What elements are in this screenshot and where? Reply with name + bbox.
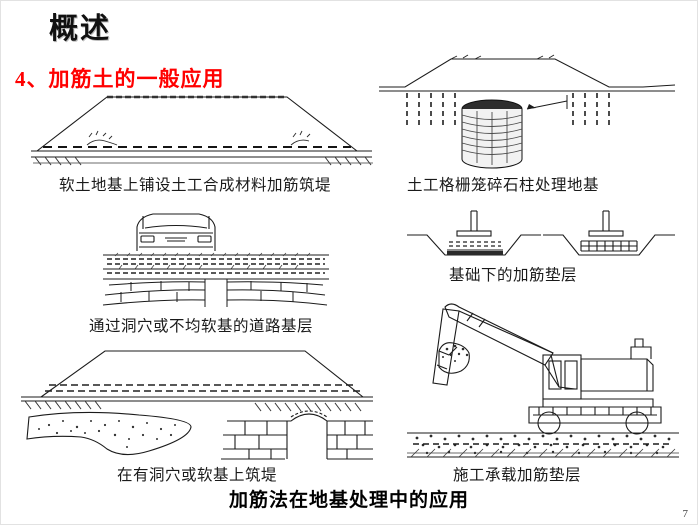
figure-geogrid-stone-column (377, 47, 677, 169)
car-on-reinforced-roadbase-icon (102, 213, 329, 307)
embankment-with-basal-reinforcement-icon (31, 95, 373, 166)
bottom-caption: 加筋法在地基处理中的应用 (228, 490, 469, 511)
strata-and-cavity (102, 279, 328, 307)
figure-foundation-cushion (405, 209, 677, 261)
page-title: 概述 (49, 13, 112, 45)
page-number: 7 (682, 508, 689, 520)
figure-caption-embankment-over-cavity: 在有洞穴或软基上筑堤 (117, 467, 278, 484)
figure-caption-foundation-cushion: 基础下的加筋垫层 (449, 267, 578, 284)
geogrid-encased-stone-column-icon (379, 54, 676, 169)
excavator-shape (432, 303, 662, 435)
figure-caption-geogrid-stone-column: 土工格栅笼碎石柱处理地基 (407, 177, 600, 194)
stone-column-cylinder (461, 99, 523, 169)
figure-construction-platform (403, 287, 683, 459)
soft-soil-lens (26, 411, 192, 456)
car-shape (136, 213, 216, 251)
figure-soft-soil-embankment (29, 93, 374, 175)
reinforced-cushion-under-footing-icon (407, 210, 675, 256)
figure-road-base-over-cavity (101, 207, 331, 307)
excavator-on-reinforced-platform-icon (407, 303, 679, 458)
bucket-fill (442, 344, 469, 362)
section-heading: 4、加筋土的一般应用 (15, 67, 225, 91)
soil-lens-stipple (38, 420, 176, 448)
figure-caption-soft-soil-embankment: 软土地基上铺设土工合成材料加筋筑堤 (59, 177, 332, 194)
masonry-arch-cavity (221, 410, 373, 460)
figure-caption-construction-platform: 施工承载加筋垫层 (453, 467, 582, 484)
figure-embankment-over-cavity (19, 343, 375, 461)
figure-caption-road-base-over-cavity: 通过洞穴或不均软基的道路基层 (89, 318, 314, 335)
embankment-over-cavity-icon (21, 350, 373, 460)
